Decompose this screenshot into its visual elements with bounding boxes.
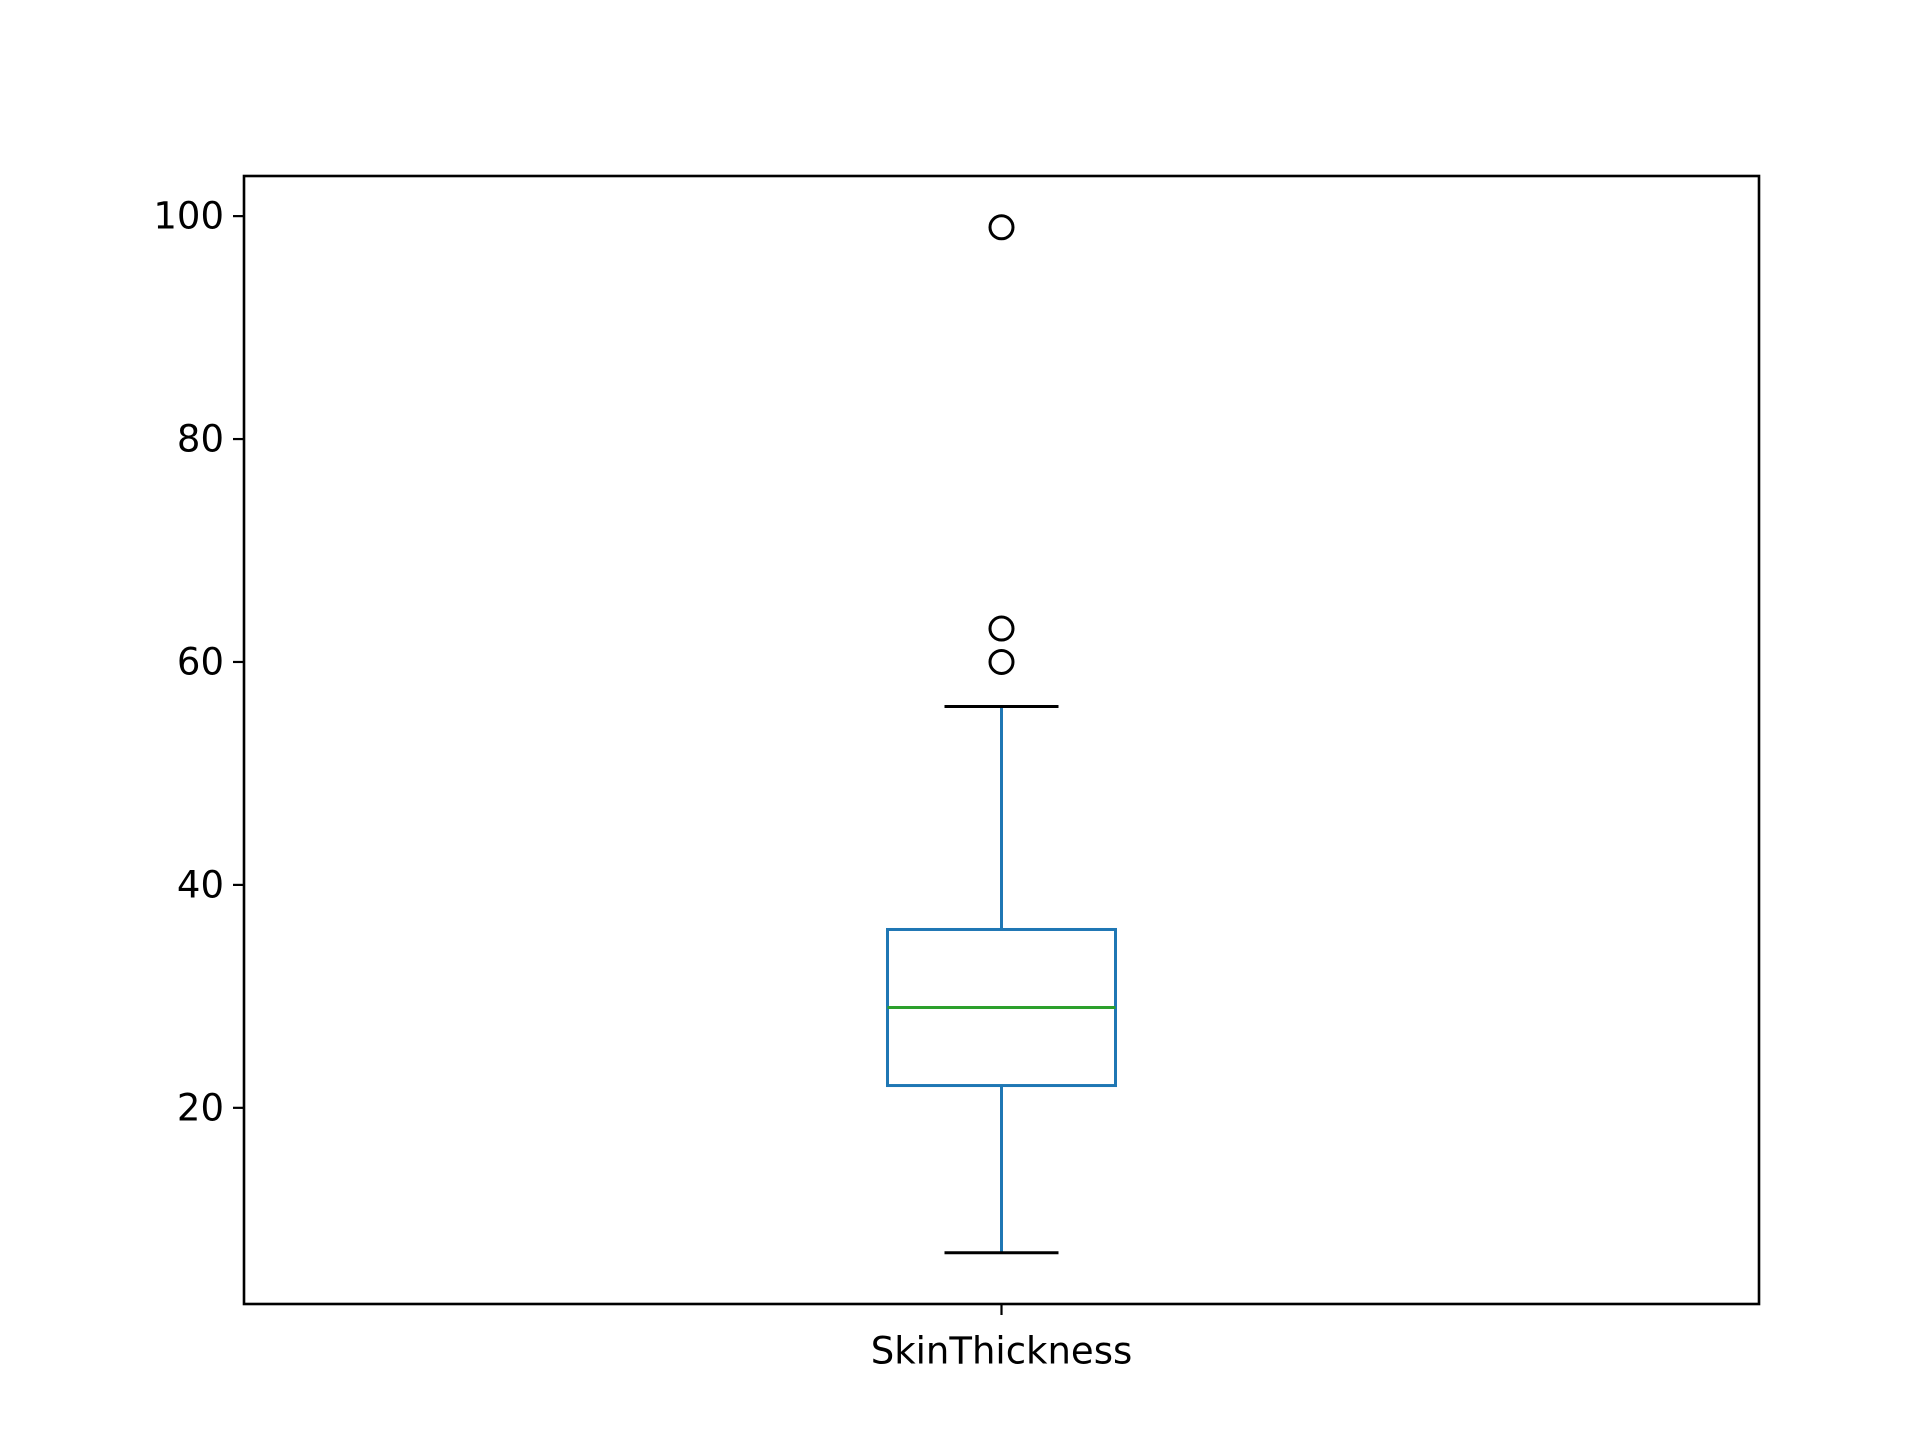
y-tick-label: 40 <box>177 863 224 906</box>
y-axis: 20 40 60 80 100 <box>153 195 244 1129</box>
outlier-point <box>988 615 1015 642</box>
outlier-point <box>988 214 1015 241</box>
y-tick-label: 60 <box>177 640 224 683</box>
outlier-point <box>988 648 1015 675</box>
x-tick-label: SkinThickness <box>871 1330 1133 1373</box>
plot-area <box>886 214 1117 1255</box>
axes-frame <box>242 174 1761 1306</box>
y-tick-label: 20 <box>177 1086 224 1129</box>
y-tick-label: 100 <box>153 195 224 238</box>
x-axis: SkinThickness <box>871 1304 1133 1373</box>
y-tick-label: 80 <box>177 418 224 461</box>
